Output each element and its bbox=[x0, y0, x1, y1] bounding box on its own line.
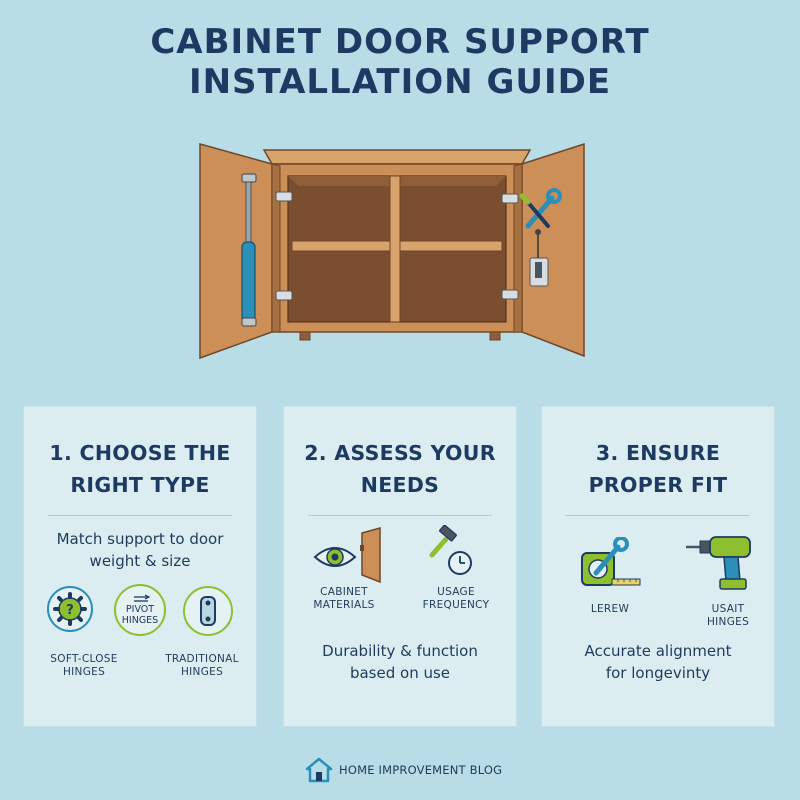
gas-strut-icon bbox=[241, 173, 257, 327]
label-soft-close: SOFT-CLOSE HINGES bbox=[50, 653, 118, 678]
latch-icon bbox=[529, 229, 549, 287]
card-ensure-fit: 3. ENSURE PROPER FIT LEREW USAIT HINGES … bbox=[541, 406, 775, 727]
cabinet-panel-icon bbox=[360, 527, 381, 583]
label-lerew: LEREW bbox=[590, 603, 630, 615]
card-title: 2. ASSESS YOUR NEEDS bbox=[304, 441, 496, 497]
hinge-icon bbox=[275, 191, 293, 301]
page-title: CABINET DOOR SUPPORT INSTALLATION GUIDE bbox=[0, 22, 800, 102]
house-icon bbox=[305, 757, 333, 783]
divider bbox=[308, 515, 492, 516]
cabinet-door-left bbox=[199, 143, 273, 360]
tape-measure-wrench-icon bbox=[581, 537, 641, 586]
eye-icon bbox=[313, 547, 357, 567]
card-title: 3. ENSURE PROPER FIT bbox=[588, 441, 728, 497]
label-usait-hinges: USAIT HINGES bbox=[706, 603, 750, 628]
arrows-icon bbox=[134, 594, 151, 602]
footer-text: HOME IMPROVEMENT BLOG bbox=[339, 763, 503, 777]
divider bbox=[48, 515, 232, 516]
cabinet-divider bbox=[389, 175, 401, 323]
card-title: 1. CHOOSE THE RIGHT TYPE bbox=[49, 441, 231, 497]
title-line-2: INSTALLATION GUIDE bbox=[188, 62, 612, 102]
pivot-hinges-badge: PIVOT HINGES bbox=[114, 584, 166, 636]
wrench-screwdriver-icon bbox=[519, 188, 562, 229]
cabinet-door-right bbox=[521, 142, 585, 358]
svg-text:?: ? bbox=[66, 603, 74, 618]
footer: HOME IMPROVEMENT BLOG bbox=[305, 756, 502, 784]
label-cabinet-materials: CABINET MATERIALS bbox=[313, 586, 375, 611]
divider bbox=[566, 515, 750, 516]
hinge-plate-icon bbox=[183, 586, 233, 636]
cabinet-top bbox=[262, 149, 532, 165]
card-choose-type: 1. CHOOSE THE RIGHT TYPE Match support t… bbox=[23, 406, 257, 727]
label-usage-frequency: USAGE FREQUENCY bbox=[422, 586, 490, 611]
gear-icon: ? bbox=[47, 586, 93, 632]
card-description: Accurate alignment for longevinty bbox=[584, 642, 732, 682]
card-description: Durability & function based on use bbox=[322, 642, 478, 682]
label-traditional: TRADITIONAL HINGES bbox=[165, 653, 239, 678]
cabinet-illustration bbox=[199, 142, 585, 360]
hammer-icon bbox=[429, 525, 472, 575]
power-drill-icon bbox=[686, 536, 751, 590]
card-description: Match support to door weight & size bbox=[56, 530, 224, 570]
title-line-1: CABINET DOOR SUPPORT bbox=[150, 22, 650, 62]
card-assess-needs: 2. ASSESS YOUR NEEDS CABINET MATERIALS U… bbox=[283, 406, 517, 727]
